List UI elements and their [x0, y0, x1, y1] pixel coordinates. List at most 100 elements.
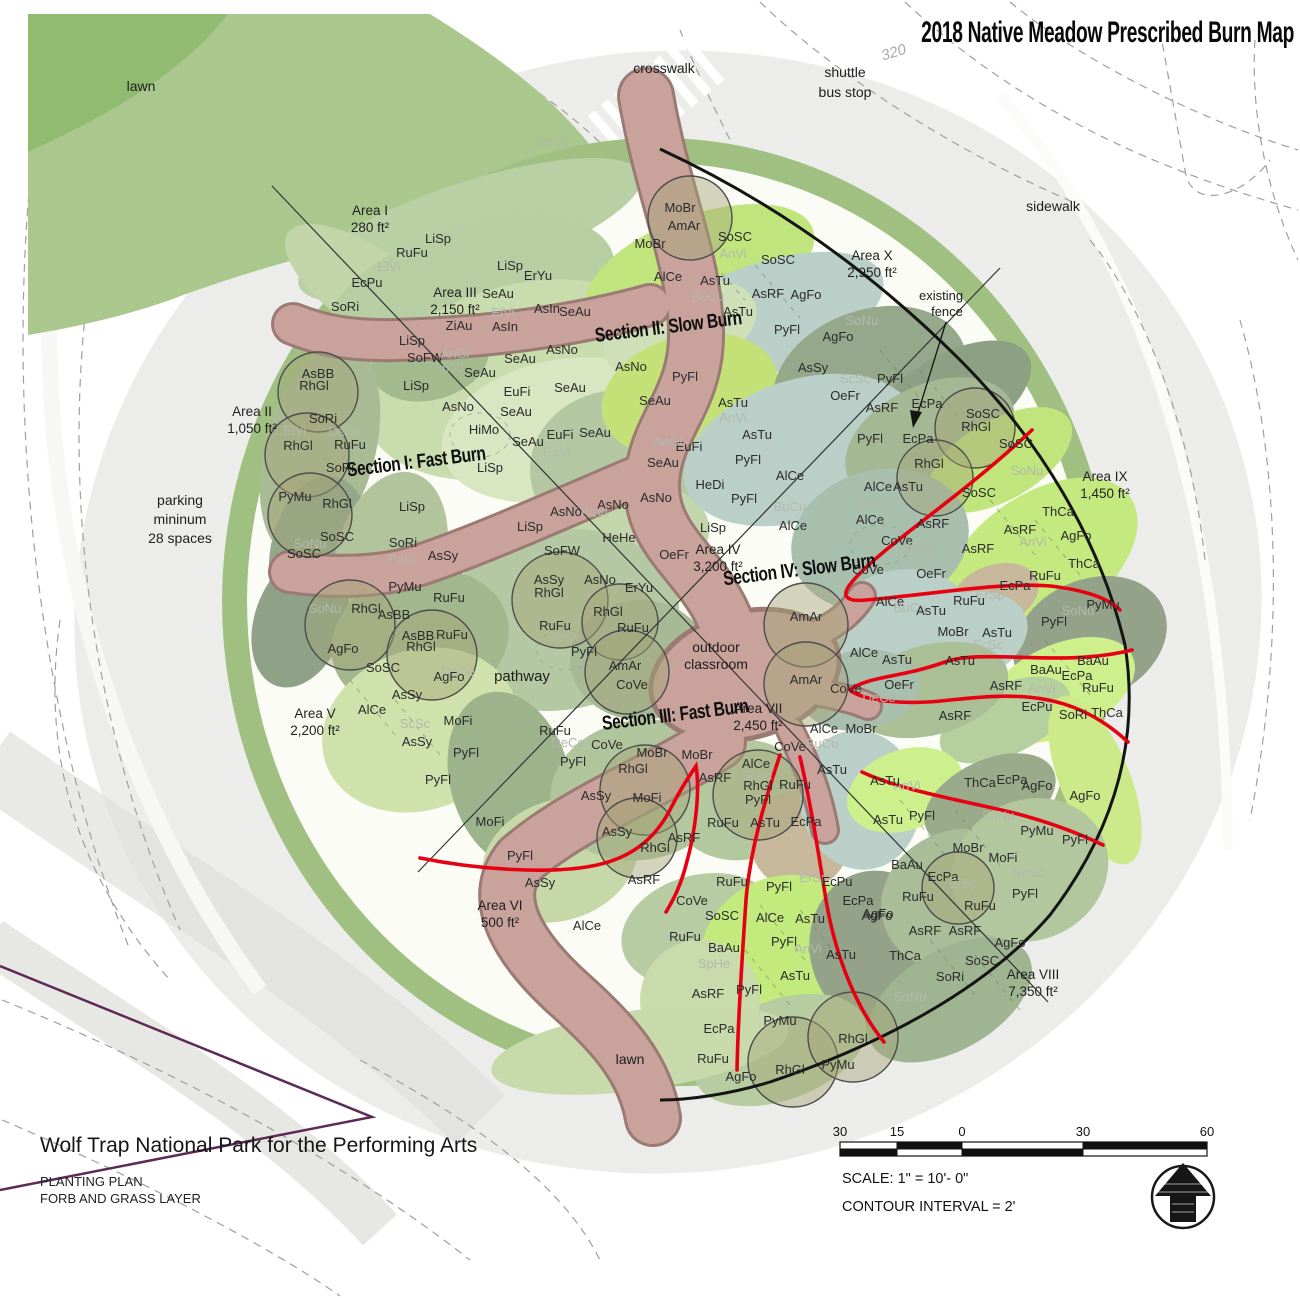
- plant-code-label: AgFo: [822, 329, 853, 344]
- scale-tick-label: 60: [1200, 1124, 1214, 1139]
- site-feature-label: lawn: [127, 78, 156, 94]
- plant-code-label: AsRF: [949, 923, 982, 938]
- plant-code-label: AsNo: [640, 490, 672, 505]
- plant-code-label: AgFo: [725, 1069, 756, 1084]
- plant-code-label: RhGl: [406, 639, 436, 654]
- plant-code-label: AnGl: [441, 346, 470, 361]
- site-feature-label: sidewalk: [1026, 198, 1081, 214]
- plant-code-label: PyFl: [736, 982, 762, 997]
- plant-code-label: AnVi: [719, 410, 746, 425]
- plant-code-label: DeCe: [551, 735, 584, 750]
- site-feature-label: mininum: [154, 511, 207, 527]
- plant-code-label: AsRF: [917, 516, 950, 531]
- plant-code-label: SeAu: [482, 286, 514, 301]
- plant-code-label: SoRi: [936, 969, 964, 984]
- map-title: 2018 Native Meadow Prescribed Burn Map: [921, 16, 1294, 49]
- plant-code-label: AsTu: [893, 479, 923, 494]
- plant-code-label: PyFl: [766, 879, 792, 894]
- plant-code-label: AsRF: [692, 986, 725, 1001]
- shrub-circles: [264, 175, 1016, 1108]
- site-feature-label: classroom: [684, 656, 748, 672]
- plant-code-label: ThCa: [1091, 705, 1124, 720]
- plant-code-label: AnVi: [794, 941, 821, 956]
- plant-code-label: SoNu: [846, 313, 879, 328]
- plant-code-label: ErYu: [625, 580, 653, 595]
- plant-code-label: ThCa: [964, 775, 997, 790]
- plant-code-label: AnVi: [1019, 534, 1046, 549]
- plant-code-label: LiSp: [517, 519, 543, 534]
- burn-boundary-lines: [418, 428, 1134, 1072]
- site-feature-label: 28 spaces: [148, 530, 212, 546]
- plant-code-label: BuCu: [806, 736, 839, 751]
- plant-code-label: AlCe: [810, 721, 838, 736]
- plant-code-label: SoSC: [705, 908, 739, 923]
- plant-code-label: EcPa: [996, 772, 1028, 787]
- plant-code-label: RuFu: [539, 723, 571, 738]
- plant-code-label: AsTu: [916, 603, 946, 618]
- plant-code-label: EuFi: [504, 384, 531, 399]
- plant-code-label: AsTu: [982, 625, 1012, 640]
- property-line: [0, 964, 377, 1192]
- plant-code-label: SoSC: [962, 485, 996, 500]
- plant-code-label: AsTu: [826, 947, 856, 962]
- plant-code-label: RhGl: [593, 604, 623, 619]
- plant-code-label: SoSC: [966, 406, 1000, 421]
- plant-code-label: ElVi: [492, 305, 515, 320]
- plant-code-label: LiSp: [477, 460, 503, 475]
- fence-leader-line: [916, 321, 947, 417]
- plant-code-label: 650: [442, 360, 464, 375]
- plant-code-label: PyFl: [425, 772, 451, 787]
- plant-code-label: PyMu: [388, 579, 421, 594]
- plant-code-label: AsSy: [392, 687, 423, 702]
- plant-code-label: PyFl: [771, 934, 797, 949]
- plant-code-label: SoNu: [309, 601, 342, 616]
- plant-code-label: EcPa: [842, 893, 874, 908]
- plant-code-label: ZiAu: [446, 318, 473, 333]
- plant-code-label: AlCe: [358, 702, 386, 717]
- plant-code-label: SpHe: [698, 956, 731, 971]
- plant-code-label: SoRi: [331, 299, 359, 314]
- site-feature-label: outdoor: [692, 639, 740, 655]
- plant-code-label: OeFr: [916, 566, 946, 581]
- plant-code-label: SoSC: [718, 229, 752, 244]
- plant-code-label: DeCe: [548, 629, 581, 644]
- plant-code-label: DeCe: [903, 541, 936, 556]
- plant-code-label: AlCe: [856, 512, 884, 527]
- plant-code-label: PyFl: [560, 754, 586, 769]
- plant-code-label: EcPa: [902, 431, 934, 446]
- plant-code-label: RuFu: [433, 590, 465, 605]
- plant-code-label: PyFl: [1062, 832, 1088, 847]
- plant-code-label: PyFl: [507, 848, 533, 863]
- plant-code-label: MoFi: [989, 850, 1018, 865]
- plant-code-label: RuFu: [539, 618, 571, 633]
- plant-code-label: AnGl: [654, 434, 683, 449]
- plant-code-label: ThCa: [1068, 556, 1101, 571]
- plant-code-label: AsSy: [798, 360, 829, 375]
- plant-code-label: ScSc: [1013, 865, 1044, 880]
- plant-code-label: RuFu: [707, 815, 739, 830]
- plant-code-label: AgFo: [1069, 788, 1100, 803]
- plant-code-label: SoRi: [309, 411, 337, 426]
- plant-code-label: AlCe: [573, 918, 601, 933]
- site-feature-label: lawn: [616, 1051, 645, 1067]
- plant-code-label: BaAu: [1030, 662, 1062, 677]
- plant-code-label: SoFW: [544, 543, 581, 558]
- plant-code-label: BuCu: [894, 600, 927, 615]
- plant-code-label: MoFi: [633, 790, 662, 805]
- plant-code-label: AlCe: [756, 910, 784, 925]
- plant-code-label: BaAu: [1077, 653, 1109, 668]
- plant-code-label: RuFu: [396, 245, 428, 260]
- plan-type-line1: PLANTING PLAN: [40, 1174, 143, 1189]
- plant-code-label: AsTu: [870, 773, 900, 788]
- plant-code-label: AgFo: [327, 641, 358, 656]
- planting-drift-lines: [349, 247, 1091, 1011]
- plant-code-label: PaVi: [580, 505, 607, 520]
- plant-code-label: AsSy: [581, 788, 612, 803]
- plant-code-label: AnVi: [719, 246, 746, 261]
- plant-code-label: CoVe: [676, 893, 708, 908]
- section-divider-lines: [271, 185, 1049, 1003]
